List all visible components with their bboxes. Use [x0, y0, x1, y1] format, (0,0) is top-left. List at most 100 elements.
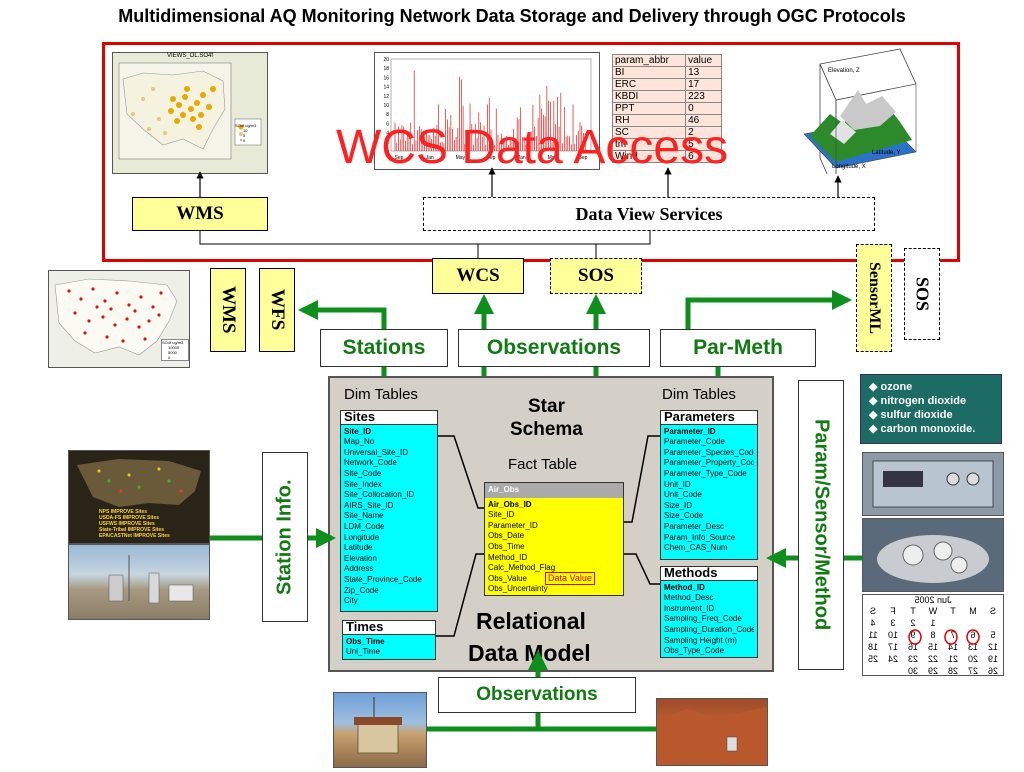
sites-field: Zip_Code: [344, 585, 379, 595]
sensor-photo: [862, 518, 1004, 592]
sites-table-header: Sites: [341, 410, 437, 425]
map-top-legend: SO4f ug/m3 10 5 0: [235, 123, 256, 143]
parameters-field: Unit_Code: [664, 490, 702, 500]
map-top: VIEWS_OL.SO4f SO4f ug/m3 10 5 0: [112, 52, 268, 174]
methods-field: Sampling Height (m): [664, 635, 737, 645]
par-meth-box[interactable]: Par-Meth: [660, 329, 816, 367]
parameters-field: Parameter_Type_Code: [664, 468, 747, 478]
sites-field: State_Province_Code: [344, 574, 422, 584]
sites-field: AIRS_Site_ID: [344, 500, 394, 510]
sites-field: Site_Index: [344, 479, 382, 489]
observations-top-box[interactable]: Observations: [458, 329, 650, 367]
bottom-left-svg: [354, 697, 402, 754]
parameters-field: Parameter_ID: [664, 426, 716, 436]
sos-right-box[interactable]: SOS: [904, 248, 940, 340]
star-schema-panel: Dim Tables Dim Tables Star Schema Fact T…: [328, 376, 774, 672]
map-top-title: VIEWS_OL.SO4f: [166, 53, 214, 59]
map-left-legend: SO4f ug/m3 10000 5000 0: [161, 339, 189, 361]
bottom-right-svg: [657, 707, 767, 765]
parameters-field: Size_ID: [664, 500, 693, 510]
sos-box[interactable]: SOS: [550, 258, 642, 294]
map-left: SO4f ug/m3 10000 5000 0: [48, 270, 190, 368]
map-top-legend-1: 10: [243, 128, 248, 133]
diamond-bullet-icon: ◆: [869, 395, 881, 407]
parameters-field: Parameter_Desc: [664, 521, 725, 531]
sites-field: Universal_Site_ID: [344, 447, 409, 457]
fact-field: Calc_Method_Flag: [488, 563, 556, 573]
chart-xtick: Sep: [579, 155, 588, 161]
parameters-table-header: Parameters: [661, 410, 757, 425]
diamond-bullet-icon: ◆: [869, 381, 881, 393]
sites-field: Latitude: [344, 543, 373, 553]
parameters-field: Parameter_Species_Code: [664, 447, 754, 457]
stations-box[interactable]: Stations: [320, 329, 448, 367]
sites-field: Site_Code: [344, 468, 382, 478]
network-legend-item: USFWS IMPROVE Sites: [99, 521, 155, 527]
network-legend-item: USDA-FS IMPROVE Sites: [99, 515, 160, 521]
chart-ytick: 8: [386, 112, 389, 118]
times-table-header: Times: [343, 620, 435, 635]
sensorml-box[interactable]: SensorML: [856, 244, 892, 352]
page-title: Multidimensional AQ Monitoring Network D…: [118, 6, 906, 26]
fact-field: Parameter_ID: [488, 520, 538, 530]
times-field: Uni_Time: [346, 647, 380, 657]
diamond-bullet-icon: ◆: [869, 409, 881, 421]
relation-lines: [436, 435, 660, 637]
wcs-box[interactable]: WCS: [432, 258, 524, 294]
network-map-svg: [77, 459, 201, 507]
fact-field: Obs_Time: [488, 541, 525, 551]
chart-ytick: 18: [383, 66, 389, 72]
calendar-circles: [908, 629, 980, 645]
wms-box[interactable]: WMS: [132, 197, 268, 231]
fact-field: Obs_Uncertainty: [488, 584, 548, 594]
wfs-left-box[interactable]: WFS: [259, 268, 295, 352]
fact-table-header: Air_Obs: [485, 483, 623, 498]
fact-field: Site_ID: [488, 510, 515, 520]
parameters-field: Size_Code: [664, 511, 704, 521]
map-left-legend-3: 0: [168, 355, 171, 360]
fact-table-label: Fact Table: [508, 456, 577, 473]
wms-left-box[interactable]: WMS: [210, 268, 246, 352]
bottom-right-photo: [656, 698, 768, 766]
station-photo-svg: [108, 555, 194, 604]
fact-field: Obs_Date: [488, 531, 525, 541]
map-top-legend-3: 0: [243, 138, 246, 143]
param-sensor-method-box[interactable]: Param/Sensor/Method: [798, 380, 844, 670]
terrain-y-label: Latitude, Y: [872, 150, 901, 156]
network-legend-item: NPS IMPROVE Sites: [99, 509, 148, 515]
map-left-svg: [54, 278, 178, 356]
chart-ytick: 2: [386, 140, 389, 146]
terrain-svg: [803, 48, 917, 195]
dim-tables-right-label: Dim Tables: [662, 386, 736, 403]
param-table-cell: 46: [685, 114, 722, 127]
map-top-legend-2: 5: [243, 133, 246, 138]
pollutant-label: ozone: [880, 381, 913, 393]
chart-ytick: 10: [383, 103, 389, 109]
pollutant-list: ◆ ozone◆ nitrogen dioxide◆ sulfur dioxid…: [861, 375, 1001, 441]
parameters-field: Chem_CAS_Num: [664, 543, 728, 553]
observations-bottom-box[interactable]: Observations: [438, 677, 636, 713]
sensor-svg: [877, 535, 989, 583]
data-value-label: Data Value: [545, 572, 595, 585]
pollutant-label: carbon monoxide.: [880, 423, 976, 435]
parameters-field: Unit_ID: [664, 479, 691, 489]
map-left-legend-0: SO4f ug/m3: [162, 340, 184, 345]
data-view-services-box[interactable]: Data View Services: [423, 197, 875, 231]
pollutant-item: ◆ nitrogen dioxide: [869, 394, 993, 408]
sites-field: City: [344, 596, 358, 606]
sites-field: Elevation: [344, 553, 377, 563]
map-left-legend-2: 5000: [168, 350, 177, 355]
